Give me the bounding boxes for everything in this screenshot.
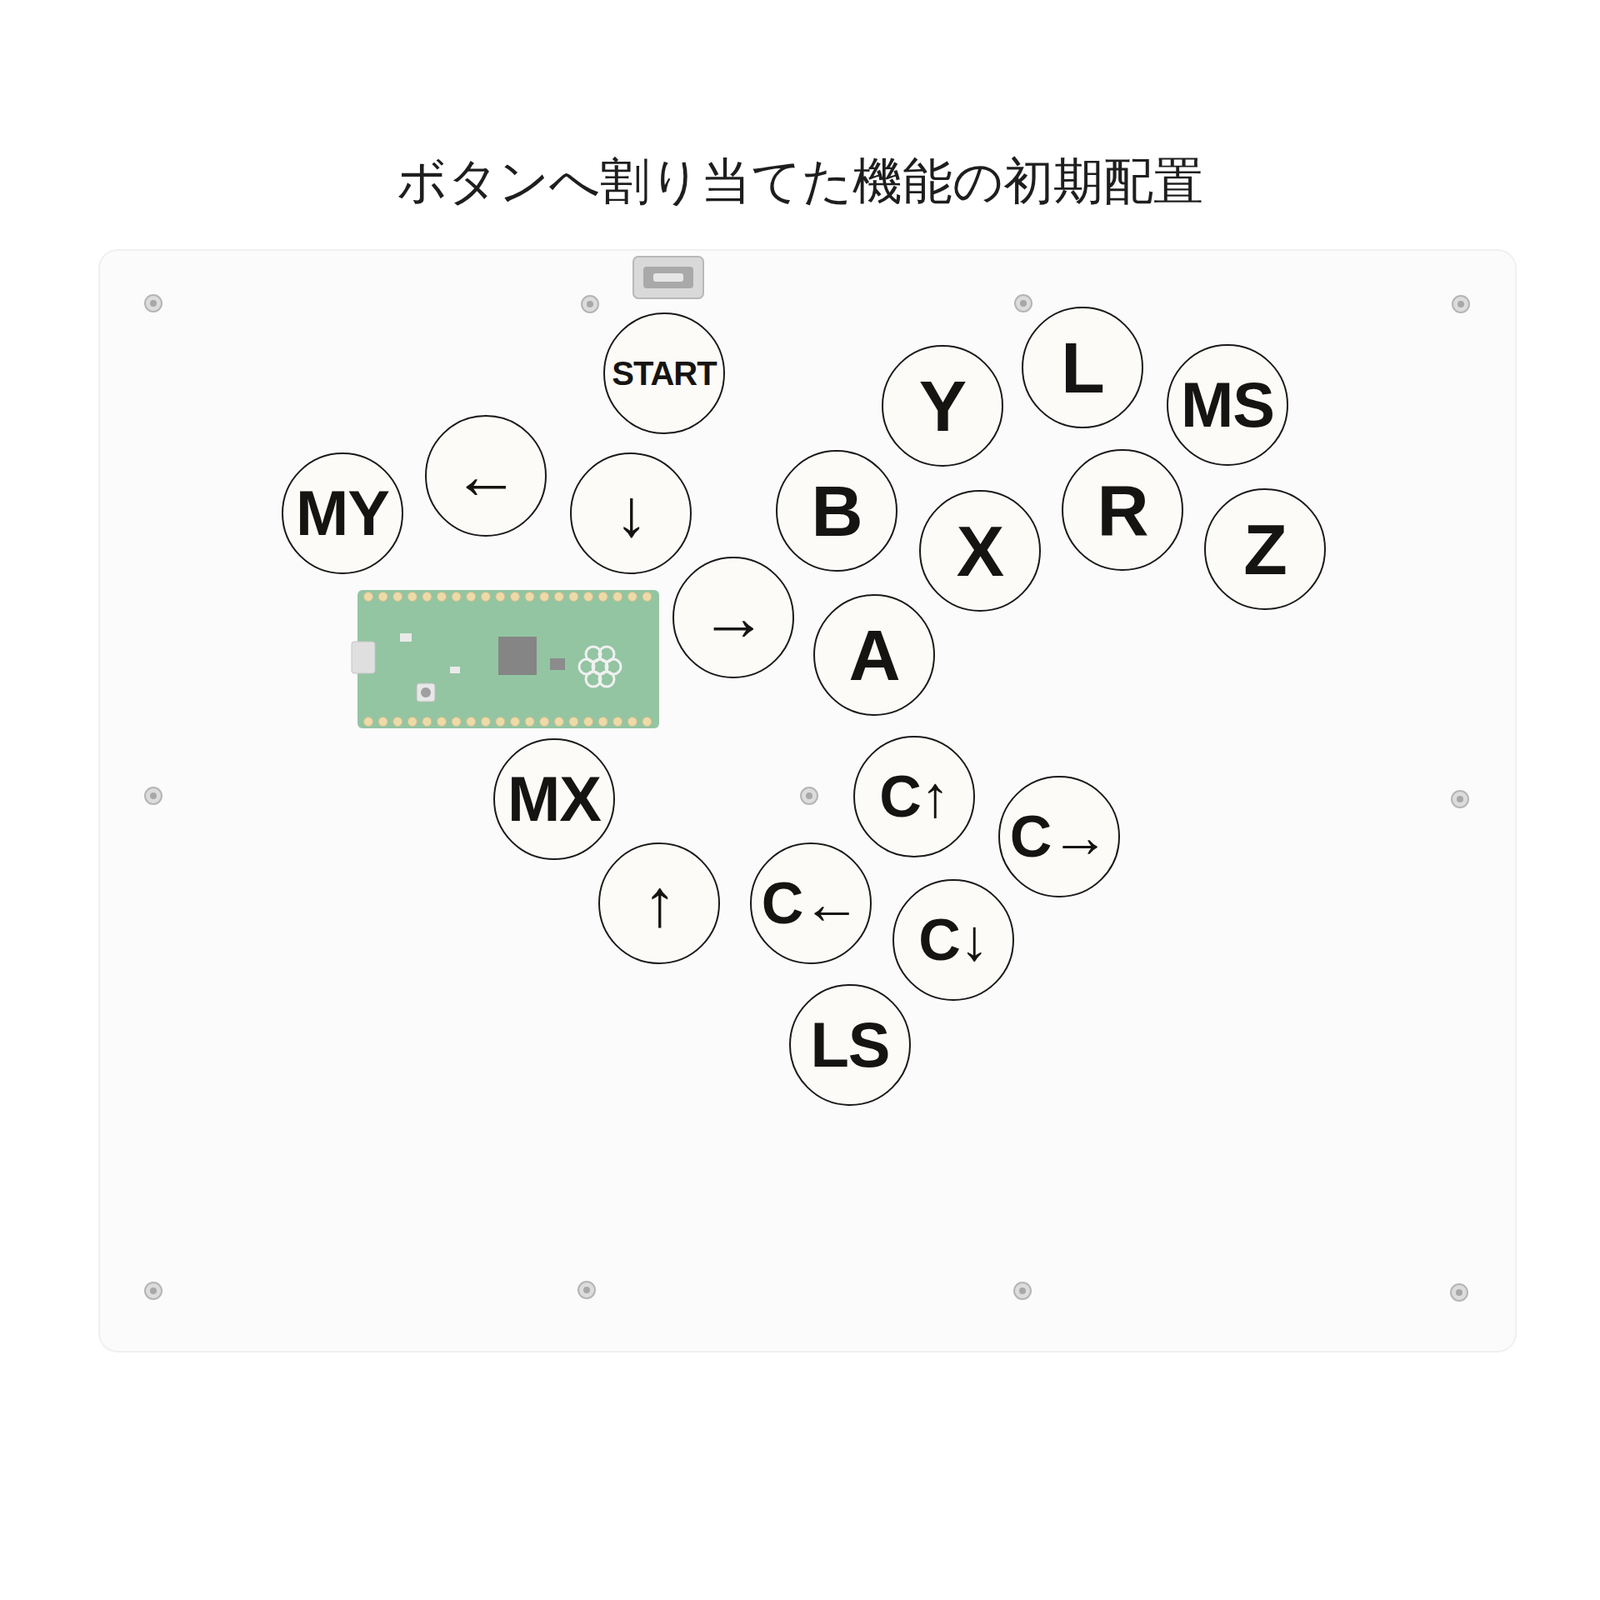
button-label: B (810, 475, 862, 547)
screw (581, 295, 599, 313)
pin-pad (451, 717, 461, 727)
screw (1452, 295, 1470, 313)
button-label: C← (761, 874, 861, 933)
button-label: Z (1243, 513, 1287, 585)
pin-pad (613, 592, 623, 602)
title: ボタンへ割り当てた機能の初期配置 (0, 148, 1600, 216)
screw (1015, 295, 1032, 312)
button-circle: C← (750, 842, 872, 965)
button-label: MY (295, 481, 390, 545)
button-circle: → (672, 556, 795, 679)
button-label: MS (1180, 373, 1275, 437)
button-circle: L (1021, 306, 1144, 429)
pin-pad (584, 717, 594, 727)
pin-pad (554, 592, 564, 602)
button-circle: C↓ (892, 879, 1015, 1001)
button-label: C→ (1010, 807, 1110, 866)
pin-pad (642, 717, 652, 727)
pin-pad (437, 592, 447, 602)
button-label: X (956, 515, 1004, 587)
pin-pad (495, 717, 505, 727)
button-circle: X (919, 490, 1041, 612)
button-circle: ↓ (570, 452, 692, 575)
pin-pad (364, 717, 374, 727)
pin-pad (393, 592, 403, 602)
pin-pad (407, 592, 417, 602)
pin-pad (598, 717, 608, 727)
pin-pad (466, 717, 476, 727)
screw (145, 295, 162, 312)
pin-pad (613, 717, 623, 727)
button-label: → (700, 584, 767, 651)
pin-pad (525, 592, 535, 602)
button-circle: A (813, 594, 935, 716)
button-label: ↓ (615, 480, 648, 547)
pin-pad (437, 717, 447, 727)
button-circle: Y (881, 345, 1004, 467)
pin-pad (422, 717, 432, 727)
button-circle: Z (1204, 488, 1326, 610)
pin-pad (407, 717, 417, 727)
button-label: ← (453, 442, 520, 510)
button-circle: MX (493, 738, 615, 860)
pin-pad (451, 592, 461, 602)
button-label: LS (810, 1013, 890, 1077)
pin-pad (525, 717, 535, 727)
button-circle: R (1061, 449, 1184, 571)
pin-pad (495, 592, 505, 602)
button-circle: ← (425, 415, 547, 537)
pin-pad (540, 592, 550, 602)
button-circle: C↑ (853, 735, 975, 858)
pin-pad (364, 592, 374, 602)
button-label: L (1060, 331, 1105, 404)
screw (1450, 1284, 1468, 1301)
pin-pad (598, 592, 608, 602)
pin-pad (627, 592, 637, 602)
pin-pad (540, 717, 550, 727)
usb-c-connector (633, 256, 704, 299)
pin-pad (480, 717, 490, 727)
pin-pad (584, 592, 594, 602)
screw (145, 787, 162, 805)
pin-pad (510, 592, 520, 602)
pin-pad (466, 592, 476, 602)
pin-pad (554, 717, 564, 727)
button-circle: ↑ (598, 842, 720, 965)
button-circle: START (603, 312, 725, 435)
button-circle: B (775, 450, 898, 572)
pin-pad (569, 717, 579, 727)
screw (800, 787, 818, 805)
button-circle: MY (281, 452, 404, 575)
button-label: C↓ (918, 910, 989, 970)
pin-pad (393, 717, 403, 727)
pin-pad (378, 592, 388, 602)
button-label: MX (507, 767, 601, 831)
button-label: Y (919, 370, 966, 442)
screw (578, 1281, 595, 1299)
button-label: R (1096, 474, 1148, 546)
pin-pad (480, 592, 490, 602)
pin-pad (569, 592, 579, 602)
pin-pad (510, 717, 520, 727)
pin-pad (627, 717, 637, 727)
button-circle: MS (1166, 344, 1289, 466)
button-circle: C→ (998, 775, 1120, 898)
raspberry-pi-pico (351, 590, 660, 729)
screw (1014, 1282, 1031, 1300)
button-label: START (611, 356, 716, 390)
board-panel (99, 250, 1516, 1352)
screw (1451, 790, 1469, 808)
button-circle: LS (789, 984, 911, 1106)
pin-pad (642, 592, 652, 602)
pin-pad (422, 592, 432, 602)
screw (145, 1282, 162, 1300)
button-label: A (848, 619, 900, 691)
pin-pad (378, 717, 388, 727)
screws (145, 295, 1470, 1301)
button-label: ↑ (643, 870, 676, 937)
button-label: C↑ (879, 767, 950, 826)
